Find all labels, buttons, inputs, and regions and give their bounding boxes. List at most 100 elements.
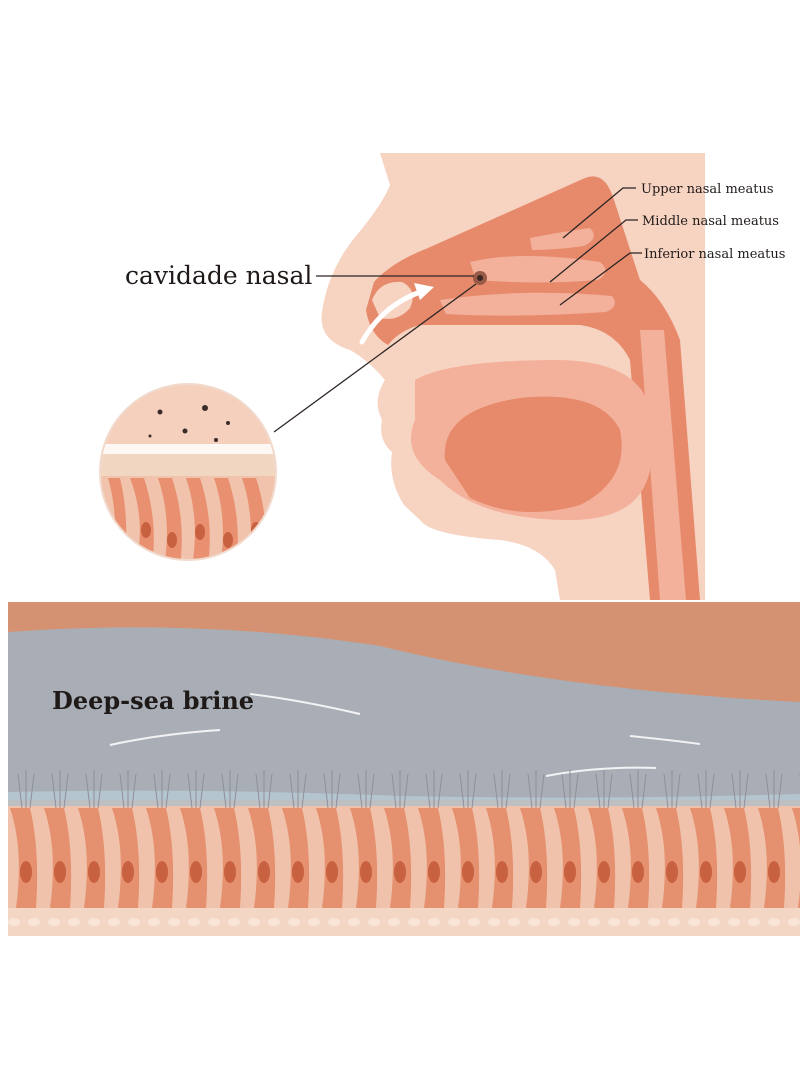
cilia (51, 770, 69, 809)
cell-nucleus (598, 861, 610, 883)
basal-cell (508, 918, 520, 926)
basal-cell (608, 918, 620, 926)
cell-nucleus (768, 861, 780, 883)
airflow-arrow (359, 289, 423, 345)
epithelial-cell (792, 808, 800, 908)
cilia (357, 770, 375, 809)
epithelial-cell (656, 808, 684, 908)
cell-nucleus (88, 861, 100, 883)
upper-meatus-line (562, 187, 636, 239)
cilia (425, 770, 443, 809)
basal-cell (728, 918, 740, 926)
cell-nucleus (496, 861, 508, 883)
epithelial-cell (452, 808, 480, 908)
epithelial-cell (588, 808, 616, 908)
cilia (289, 770, 307, 809)
basal-cell (348, 918, 360, 926)
airflow-arrowhead (414, 283, 434, 300)
deep-sea-brine-label: Deep-sea brine (52, 686, 254, 715)
cilia (153, 770, 171, 809)
epithelial-cells (10, 770, 800, 908)
cell-nucleus (462, 861, 474, 883)
inferior-turbinate (440, 292, 615, 316)
epithelial-cell (282, 808, 310, 908)
cilia (119, 770, 137, 809)
cilia (697, 770, 715, 809)
basal-cell (588, 918, 600, 926)
inferior-meatus-line (559, 252, 642, 306)
basal-cell (228, 918, 240, 926)
basal-cell (568, 918, 580, 926)
cilia (17, 770, 35, 809)
basal-cell (308, 918, 320, 926)
basal-cell (468, 918, 480, 926)
epithelial-cell (248, 808, 276, 908)
cell-nucleus (190, 861, 202, 883)
cilia (629, 770, 647, 809)
basal-cell (668, 918, 680, 926)
epithelial-cell (44, 808, 72, 908)
cell-nucleus (564, 861, 576, 883)
epithelial-cell (758, 808, 786, 908)
cilia (85, 770, 103, 809)
basal-cell (648, 918, 660, 926)
nasal-cavity (366, 176, 700, 600)
basal-cell (268, 918, 280, 926)
cell-nucleus (258, 861, 270, 883)
cell-nucleus (530, 861, 542, 883)
basal-cell (368, 918, 380, 926)
basal-cell (168, 918, 180, 926)
mucus-layer (100, 444, 276, 454)
cilia (561, 770, 579, 809)
cell-nucleus (224, 861, 236, 883)
basal-cell (68, 918, 80, 926)
cilia (459, 770, 477, 809)
cell-nucleus (122, 861, 134, 883)
magnified-cells (100, 476, 276, 560)
cavidade-nasal-label: cavidade nasal (125, 261, 312, 290)
mucus-layer-2 (100, 454, 276, 476)
cilia (527, 770, 545, 809)
basal-cell (8, 918, 20, 926)
epithelial-cell (78, 808, 106, 908)
epithelial-cell (384, 808, 412, 908)
basal-cell (448, 918, 460, 926)
epithelial-cell (486, 808, 514, 908)
dust-particles (148, 405, 230, 442)
nostril (372, 281, 413, 319)
basal-cell (688, 918, 700, 926)
epithelial-cell (418, 808, 446, 908)
basal-cell (28, 918, 40, 926)
middle-meatus-line (549, 219, 638, 283)
cilia (663, 770, 681, 809)
brine-layer (8, 627, 800, 800)
basal-cell (48, 918, 60, 926)
basal-cell (288, 918, 300, 926)
epithelial-cell (112, 808, 140, 908)
cell-nucleus (360, 861, 372, 883)
basal-cell (208, 918, 220, 926)
cilia (323, 770, 341, 809)
epithelial-cell (10, 808, 38, 908)
epithelial-cell (180, 808, 208, 908)
zoom-line (273, 283, 477, 433)
cilia (255, 770, 273, 809)
epithelium-band (8, 602, 800, 936)
brine-streaks (109, 693, 701, 777)
basal-cell (388, 918, 400, 926)
basal-cell (148, 918, 160, 926)
epithelial-cell (214, 808, 242, 908)
magnified-view-border (99, 383, 277, 561)
basal-cell (548, 918, 560, 926)
upper-nasal-meatus-label: Upper nasal meatus (641, 182, 774, 197)
basal-cell (428, 918, 440, 926)
cilia (595, 770, 613, 809)
cell-nucleus (734, 861, 746, 883)
basal-cell (748, 918, 760, 926)
epithelial-cell (690, 808, 718, 908)
epithelial-cell (146, 808, 174, 908)
cell-nucleus (326, 861, 338, 883)
throat (640, 330, 686, 600)
cilia (391, 770, 409, 809)
